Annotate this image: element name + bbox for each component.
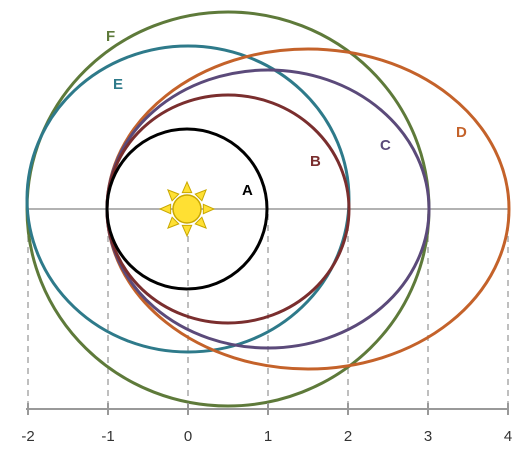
sun-ray — [167, 216, 180, 229]
scale-tick-labels: -2 -1 0 1 2 3 4 — [21, 428, 512, 445]
scale-tick-label: 0 — [184, 428, 192, 445]
orbit-a-ellipse — [105, 127, 269, 291]
sun-ray — [181, 180, 193, 194]
sun-ray — [181, 224, 193, 238]
dashed-guide-lines — [27, 214, 509, 405]
orbit-label-c: C — [380, 137, 391, 154]
scale-tick-label: -2 — [21, 428, 34, 445]
orbit-label-a: A — [242, 182, 253, 199]
sun-icon — [158, 180, 216, 238]
scale-tick-label: -1 — [101, 428, 114, 445]
scale-tick-label: 1 — [264, 428, 272, 445]
sun-ray — [202, 203, 216, 215]
scale-tick-label: 2 — [344, 428, 352, 445]
orbit-label-f: F — [106, 28, 115, 45]
sun-ray — [158, 203, 172, 215]
sun-ray — [167, 189, 180, 202]
orbit-labels: A B C D E F — [106, 28, 467, 199]
orbit-label-b: B — [310, 153, 321, 170]
scale-tick-label: 3 — [424, 428, 432, 445]
scale-tick-label: 4 — [504, 428, 512, 445]
sun-ray — [194, 189, 207, 202]
scale-ticks — [27, 403, 509, 415]
sun-ray — [194, 216, 207, 229]
orbit-ellipses — [25, 10, 511, 408]
orbit-label-d: D — [456, 124, 467, 141]
orbit-label-e: E — [113, 76, 123, 93]
